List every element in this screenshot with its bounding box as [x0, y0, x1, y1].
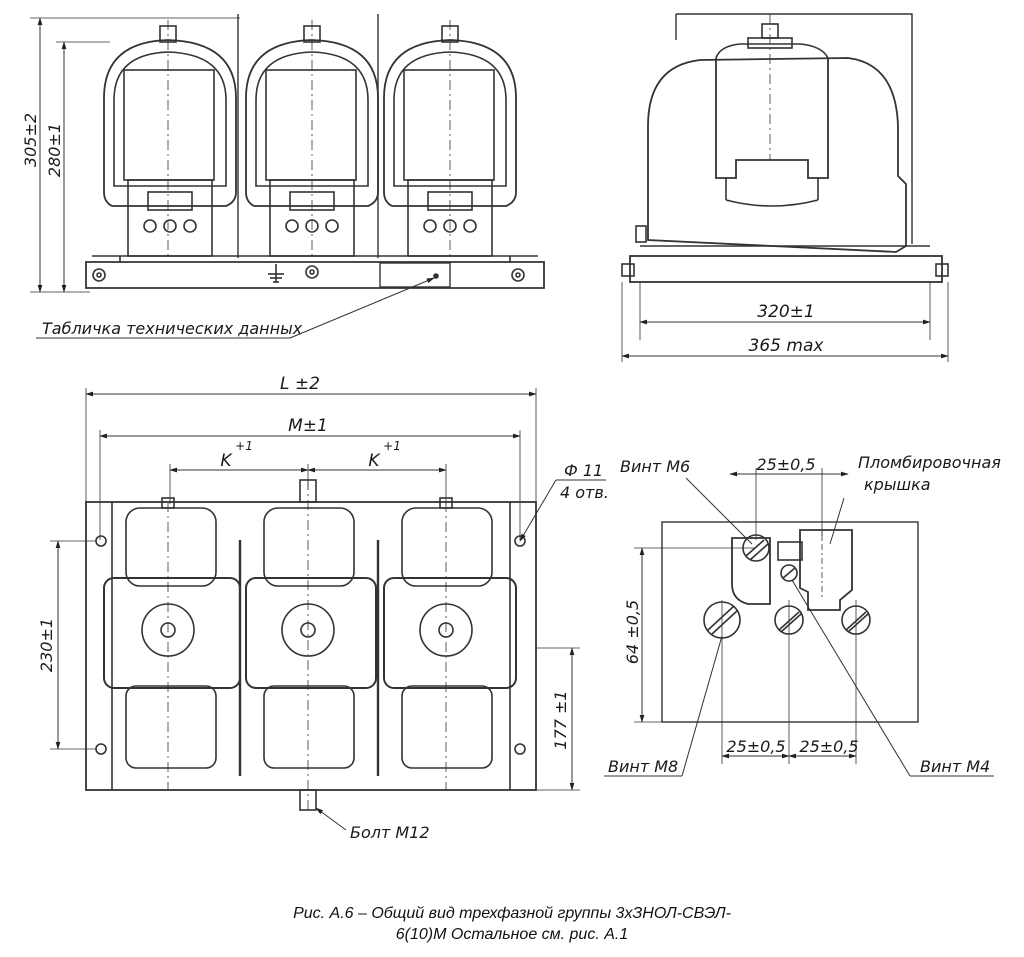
dim-detail-height: 64 ±0,5	[623, 600, 642, 664]
transformer-front-3	[383, 20, 517, 257]
side-view	[621, 13, 949, 362]
dim-detail-bottom-2: 25±0,5	[799, 737, 858, 756]
dim-height-core: 280±1	[45, 123, 64, 177]
dim-phase-pitch-tol-1: +1	[235, 439, 253, 453]
screw-m4-label: Винт М4	[920, 757, 990, 776]
dim-phase-pitch-2: K	[368, 451, 381, 471]
dim-hole-count: 4 отв.	[560, 483, 609, 502]
dim-detail-top: 25±0,5	[756, 455, 815, 474]
transformer-front-2	[245, 20, 379, 257]
dim-detail-bottom-1: 25±0,5	[726, 737, 785, 756]
screw-m6-label: Винт М6	[620, 457, 690, 476]
seal-cover-label-2: крышка	[864, 475, 931, 494]
dim-phase-pitch-1: K	[220, 451, 233, 471]
top-view	[50, 388, 606, 831]
transformer-top-2	[245, 479, 377, 812]
nameplate-label: Табличка технических данных	[42, 319, 303, 338]
caption-line-1: Рис. А.6 – Общий вид трехфазной группы 3…	[293, 905, 731, 922]
dim-depth-base: 320±1	[757, 302, 815, 322]
terminal-detail-view	[604, 468, 994, 777]
transformer-top-1	[103, 497, 241, 790]
dim-mount-width: 230±1	[37, 618, 56, 672]
front-view	[30, 14, 545, 339]
dim-height-total: 305±2	[21, 113, 40, 167]
caption-line-2: 6(10)М Остальное см. рис. А.1	[395, 926, 629, 943]
bolt-m12-label: Болт М12	[350, 823, 430, 842]
dim-length: L ±2	[280, 374, 320, 394]
dim-mount-spacing: M±1	[288, 416, 328, 436]
figure-caption: Рис. А.6 – Общий вид трехфазной группы 3…	[0, 903, 1024, 945]
dim-hole-diameter: Ф 11	[564, 461, 603, 480]
seal-cover-label-1: Пломбировочная	[858, 453, 1001, 472]
dim-depth-max: 365 max	[749, 336, 825, 356]
dim-phase-pitch-tol-2: +1	[383, 439, 401, 453]
screw-m8-label: Винт М8	[608, 757, 678, 776]
transformer-front-1	[103, 20, 237, 257]
dim-hole-offset: 177 ±1	[551, 690, 570, 749]
transformer-top-3	[383, 497, 517, 790]
